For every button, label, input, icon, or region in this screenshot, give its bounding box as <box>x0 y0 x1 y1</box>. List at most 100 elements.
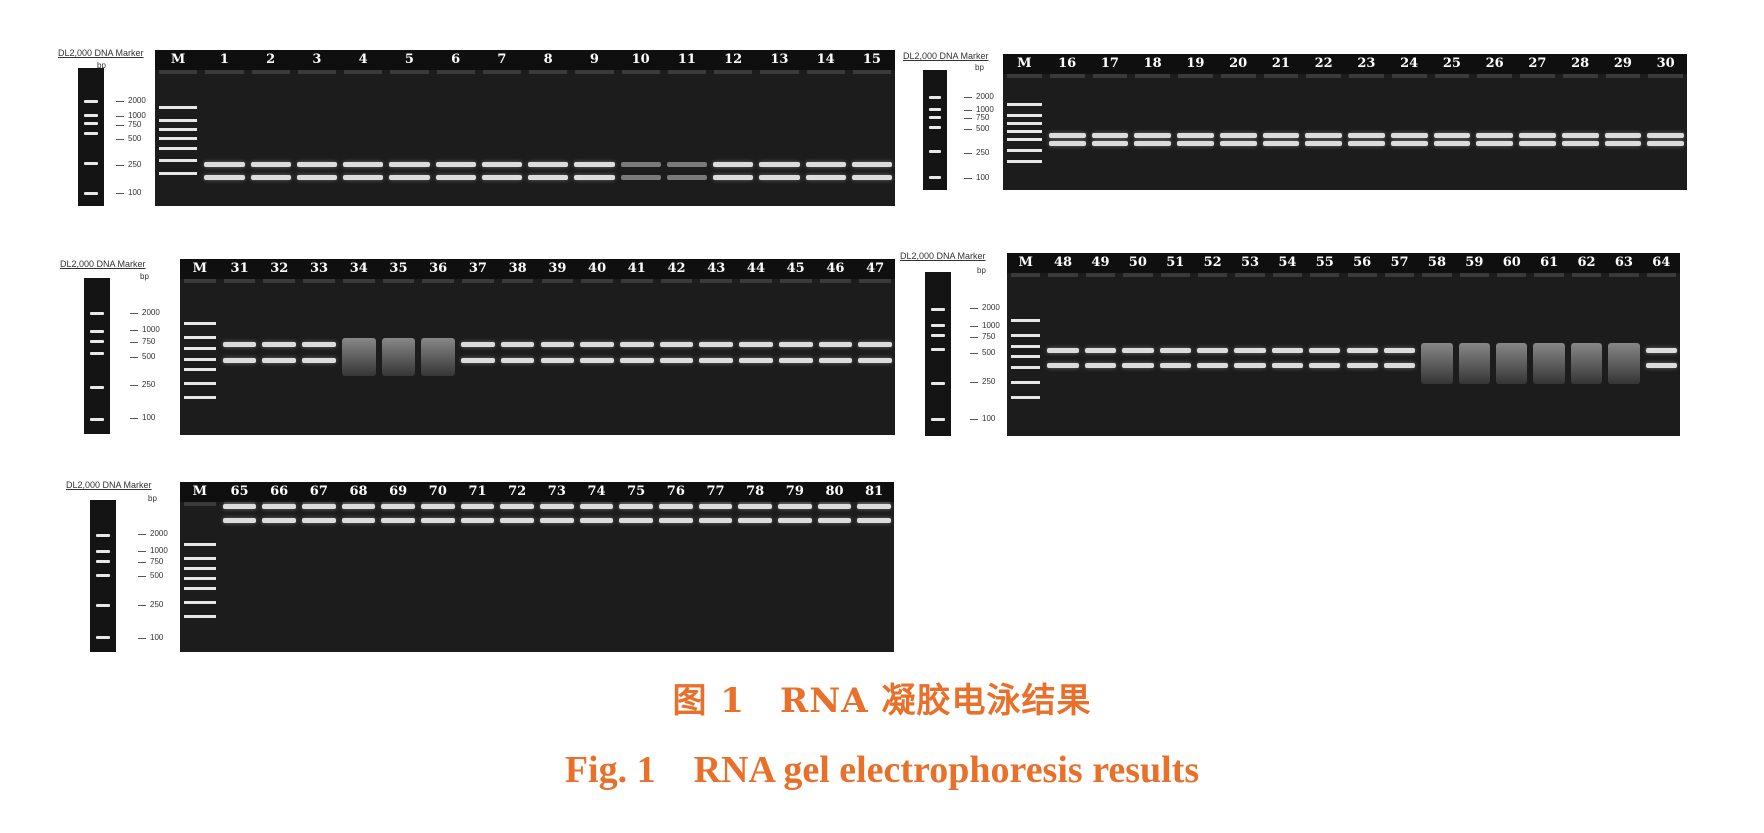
rna-band <box>619 341 654 347</box>
lane-label: 24 <box>1400 56 1419 71</box>
well <box>1609 273 1639 277</box>
size-1000: 1000 <box>970 321 1000 330</box>
sample-lane: 33 <box>299 259 339 435</box>
lane-label: 35 <box>389 261 408 276</box>
ladder-band <box>159 171 198 175</box>
rna-band <box>851 174 892 180</box>
marker-lane: M <box>155 50 201 206</box>
rna-band <box>1647 141 1684 147</box>
rna-band <box>579 517 614 523</box>
lane-label: 32 <box>270 261 289 276</box>
well <box>382 502 414 506</box>
lane-label: 67 <box>309 484 328 499</box>
ladder-band <box>1007 160 1042 164</box>
sample-lane: 56 <box>1344 253 1381 436</box>
sample-lane: 49 <box>1082 253 1119 436</box>
lane-label: 64 <box>1652 255 1671 270</box>
sample-lane: 27 <box>1516 54 1559 190</box>
lane-label: 30 <box>1656 56 1675 71</box>
well <box>263 502 295 506</box>
rna-band <box>296 162 337 168</box>
rna-band <box>1091 132 1129 138</box>
size-1000: 1000 <box>116 111 146 120</box>
well <box>390 70 429 74</box>
rna-band <box>620 162 661 168</box>
well <box>159 70 198 74</box>
ladder-band <box>184 396 216 400</box>
sample-lane: 22 <box>1302 54 1345 190</box>
well <box>251 70 290 74</box>
well <box>342 279 375 283</box>
rna-band <box>460 517 495 523</box>
rna-band <box>1219 132 1257 138</box>
well <box>1648 74 1683 78</box>
rna-band <box>698 504 733 510</box>
well <box>739 502 771 506</box>
lane-label: 54 <box>1278 255 1297 270</box>
sample-lane: 5 <box>386 50 432 206</box>
rna-band <box>302 504 336 510</box>
rna-band <box>778 517 812 523</box>
lane-label: 7 <box>497 52 507 67</box>
rna-band <box>461 357 495 363</box>
rna-band <box>1091 141 1129 147</box>
rna-band <box>666 174 707 180</box>
degraded-smear <box>1458 343 1491 384</box>
rna-band <box>460 504 495 510</box>
well <box>1571 273 1602 277</box>
sample-lane: 70 <box>418 482 458 652</box>
rna-band <box>250 174 291 180</box>
well <box>1306 74 1341 78</box>
well <box>501 502 533 506</box>
rna-band <box>302 517 336 523</box>
size-750: 750 <box>969 332 996 341</box>
sample-lane: 77 <box>696 482 736 652</box>
sample-lane: 59 <box>1456 253 1493 436</box>
lane-label: 70 <box>428 484 447 499</box>
ladder-band <box>1007 149 1042 153</box>
rna-band <box>738 517 772 523</box>
rna-band <box>222 517 257 523</box>
ladder-band <box>184 567 216 570</box>
ladder-band <box>1011 395 1041 399</box>
sample-lane: 75 <box>616 482 656 652</box>
sample-lane: 21 <box>1260 54 1303 190</box>
marker-ladder <box>78 68 104 206</box>
rna-band <box>222 341 257 347</box>
rna-band <box>222 357 257 363</box>
rna-band <box>1234 362 1266 368</box>
rna-band <box>262 341 297 347</box>
size-100: 100 <box>115 188 142 197</box>
rna-band <box>851 162 892 168</box>
rna-band <box>666 162 707 168</box>
lane-label: 40 <box>588 261 607 276</box>
ladder-band <box>184 382 216 386</box>
rna-band <box>1348 132 1385 138</box>
figure-caption-chinese: 图 1 RNA 凝胶电泳结果 <box>672 681 1092 721</box>
rna-band <box>481 162 522 168</box>
lane-label: 5 <box>404 52 414 67</box>
bp-unit: bp <box>148 494 157 503</box>
marker-ladder <box>90 500 116 652</box>
sample-lane: 40 <box>577 259 617 435</box>
well <box>1263 74 1299 78</box>
marker-lane: M <box>180 482 220 652</box>
degraded-smear <box>381 337 416 377</box>
size-2000: 2000 <box>116 96 146 105</box>
sample-lane: 72 <box>497 482 537 652</box>
rna-band <box>1561 132 1599 138</box>
ladder-band <box>184 614 216 618</box>
sample-lane: 32 <box>259 259 299 435</box>
rna-band <box>1271 348 1304 354</box>
well <box>1391 74 1427 78</box>
lane-label: 12 <box>724 52 743 67</box>
sample-lane: 78 <box>735 482 775 652</box>
well <box>667 70 706 74</box>
lane-label: 53 <box>1240 255 1260 270</box>
lane-label: 44 <box>746 261 766 276</box>
sample-lane: 34 <box>339 259 379 435</box>
rna-band <box>1084 362 1117 368</box>
lane-label: 25 <box>1442 56 1461 71</box>
lane-label: 51 <box>1166 255 1185 270</box>
well <box>1178 74 1213 78</box>
